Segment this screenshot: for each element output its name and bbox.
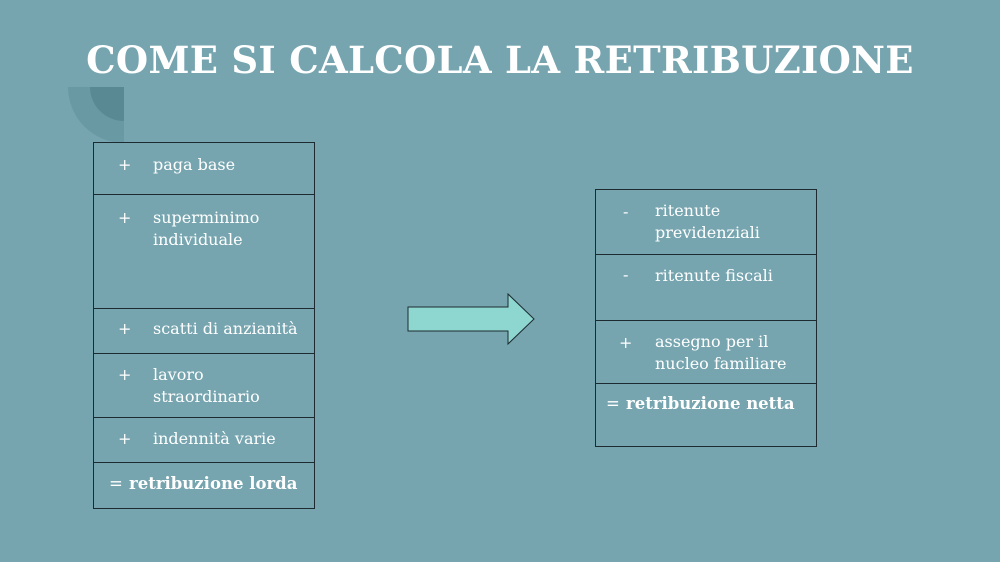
row-symbol: - <box>623 202 629 221</box>
quarter-ring-decoration-icon <box>68 87 124 143</box>
row-text: ritenute previdenziali <box>655 201 760 242</box>
row-symbol: + <box>118 365 132 384</box>
row-symbol: + <box>118 155 132 174</box>
net-pay-table: - ritenute previdenziali - ritenute fisc… <box>595 189 817 447</box>
table-row: + assegno per il nucleo familiare <box>595 320 817 384</box>
right-arrow-icon <box>407 293 535 346</box>
gross-pay-table: + paga base + superminimo individuale + … <box>93 142 315 509</box>
total-symbol: = <box>109 474 123 493</box>
table-row: + indennità varie <box>93 417 315 463</box>
table-row: - ritenute fiscali <box>595 254 817 321</box>
row-text: assegno per il nucleo familiare <box>655 332 787 373</box>
slide-title: COME SI CALCOLA LA RETRIBUZIONE <box>86 38 914 82</box>
row-text: ritenute fiscali <box>655 266 773 285</box>
table-row: + superminimo individuale <box>93 194 315 309</box>
table-row: + lavoro straordinario <box>93 353 315 418</box>
row-symbol: + <box>118 208 132 227</box>
row-text: scatti di anzianità <box>153 319 298 338</box>
row-symbol: + <box>619 333 633 352</box>
gross-total-label: retribuzione lorda <box>129 474 298 493</box>
table-row-total: = retribuzione netta <box>595 383 817 447</box>
total-symbol: = <box>606 394 620 413</box>
row-symbol: + <box>118 319 132 338</box>
row-text: indennità varie <box>153 429 276 448</box>
row-symbol: + <box>118 429 132 448</box>
table-row-total: = retribuzione lorda <box>93 462 315 509</box>
row-text: superminimo individuale <box>153 208 260 249</box>
table-row: + scatti di anzianità <box>93 308 315 354</box>
row-symbol: - <box>623 265 629 284</box>
row-text: lavoro straordinario <box>153 365 260 406</box>
table-row: + paga base <box>93 142 315 195</box>
net-total-label: retribuzione netta <box>626 394 795 413</box>
table-row: - ritenute previdenziali <box>595 189 817 255</box>
row-text: paga base <box>153 155 236 174</box>
